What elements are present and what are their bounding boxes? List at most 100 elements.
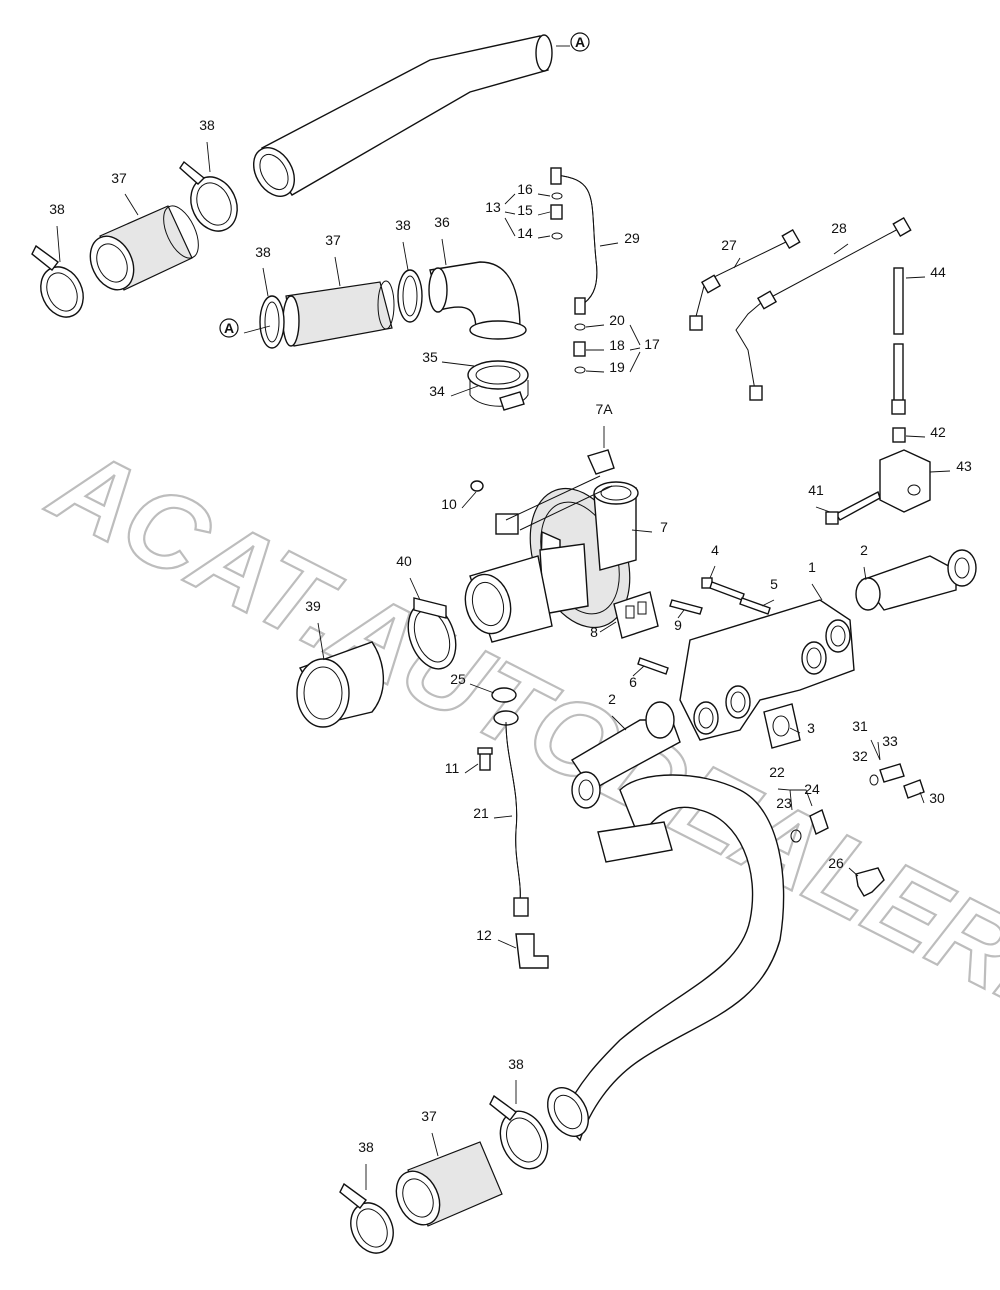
callout-c-38a: 38 <box>199 117 215 133</box>
elbow-26 <box>855 867 885 897</box>
elbow-36 <box>428 261 527 340</box>
callout-c-4: 4 <box>711 542 719 558</box>
callout-c-1: 1 <box>808 559 816 575</box>
callout-label: 38 <box>49 201 65 217</box>
callout-label: 5 <box>770 576 778 592</box>
callout-c-41: 41 <box>808 482 824 498</box>
callout-c-29: 29 <box>624 230 640 246</box>
clamp-38-e <box>489 1094 549 1170</box>
callout-label: A <box>224 320 234 336</box>
gasket-25 <box>491 687 519 726</box>
elbow-12 <box>515 933 549 969</box>
callout-c-42: 42 <box>930 424 946 440</box>
callout-label: 9 <box>674 617 682 633</box>
hose-37-lower <box>395 1141 503 1227</box>
callout-c-38c: 38 <box>255 244 271 260</box>
callout-c-32: 32 <box>852 748 868 764</box>
leader-lines <box>56 45 951 1190</box>
callout-label: 42 <box>930 424 946 440</box>
callout-label: 11 <box>445 760 460 776</box>
callout-c-17: 17 <box>644 336 660 352</box>
callout-c-6: 6 <box>629 674 637 690</box>
fitting-33 <box>869 763 905 786</box>
callout-c-9: 9 <box>674 617 682 633</box>
callout-label: 31 <box>852 718 868 734</box>
callout-c-26: 26 <box>828 855 844 871</box>
callout-c-38d: 38 <box>395 217 411 233</box>
callout-label: 37 <box>421 1108 437 1124</box>
bolt-11 <box>477 747 493 771</box>
callout-c-16: 16 <box>517 181 533 197</box>
callout-label: 23 <box>776 795 792 811</box>
callout-c-13: 13 <box>485 199 501 215</box>
callout-c-21: 21 <box>473 805 489 821</box>
callout-label: 10 <box>441 496 457 512</box>
callout-c-22: 22 <box>769 764 785 780</box>
callout-label: 29 <box>624 230 640 246</box>
intake-pipe-upper <box>253 34 553 197</box>
callout-label: 8 <box>590 624 598 640</box>
callout-label: 44 <box>930 264 946 280</box>
bolt-4 <box>701 577 745 601</box>
callout-c-10: 10 <box>441 496 457 512</box>
callout-label: 7 <box>660 519 668 535</box>
callout-c-11: 11 <box>445 760 460 776</box>
callout-label: 7A <box>595 401 613 417</box>
ring-35-clamp-34 <box>467 360 529 411</box>
drain-line-21 <box>505 721 529 917</box>
callout-label: 4 <box>711 542 719 558</box>
callout-label: 38 <box>358 1139 374 1155</box>
callout-c-31: 31 <box>852 718 868 734</box>
callout-label: 21 <box>473 805 489 821</box>
clamp-38-d <box>397 269 423 323</box>
oil-line-29 <box>550 167 598 374</box>
clamp-38-f <box>339 1182 394 1254</box>
bolt-41 <box>825 490 881 525</box>
callout-c-37b: 37 <box>325 232 341 248</box>
callout-label: 38 <box>255 244 271 260</box>
callout-c-7: 7 <box>660 519 668 535</box>
block-43 <box>879 449 931 513</box>
callout-label: 28 <box>831 220 847 236</box>
fitting-42 <box>892 427 906 443</box>
callout-label: 38 <box>199 117 215 133</box>
callout-c-19: 19 <box>609 359 625 375</box>
callout-c-36: 36 <box>434 214 450 230</box>
callout-c-28: 28 <box>831 220 847 236</box>
callout-c-43: 43 <box>956 458 972 474</box>
callout-c-25: 25 <box>450 671 466 687</box>
callout-c-27: 27 <box>721 237 737 253</box>
compressor-outlet <box>464 555 553 643</box>
callout-label: 38 <box>395 217 411 233</box>
callout-label: 33 <box>882 733 898 749</box>
stud-6 <box>637 657 669 675</box>
callout-c-7A: 7A <box>595 401 613 417</box>
callout-label: 22 <box>769 764 785 780</box>
callout-label: 37 <box>111 170 127 186</box>
callout-label: 37 <box>325 232 341 248</box>
pipe-2-right <box>855 549 977 611</box>
callout-label: 13 <box>485 199 501 215</box>
callout-c-18: 18 <box>609 337 625 353</box>
tube-44 <box>891 267 906 415</box>
callout-label: 18 <box>609 337 625 353</box>
fitting-30 <box>903 779 925 799</box>
callout-c-23: 23 <box>776 795 792 811</box>
callout-label: 17 <box>644 336 660 352</box>
fitting-24 <box>790 809 829 843</box>
callout-c-15: 15 <box>517 202 533 218</box>
callout-c-12: 12 <box>476 927 492 943</box>
callout-label: 1 <box>808 559 816 575</box>
callout-c-2a: 2 <box>860 542 868 558</box>
callout-c-24: 24 <box>804 781 820 797</box>
spacer-5 <box>739 597 771 615</box>
callout-label: 24 <box>804 781 820 797</box>
callout-label: 26 <box>828 855 844 871</box>
callout-label: 41 <box>808 482 824 498</box>
callout-label: 27 <box>721 237 737 253</box>
callout-label: 16 <box>517 181 533 197</box>
callout-label: 14 <box>517 225 533 241</box>
